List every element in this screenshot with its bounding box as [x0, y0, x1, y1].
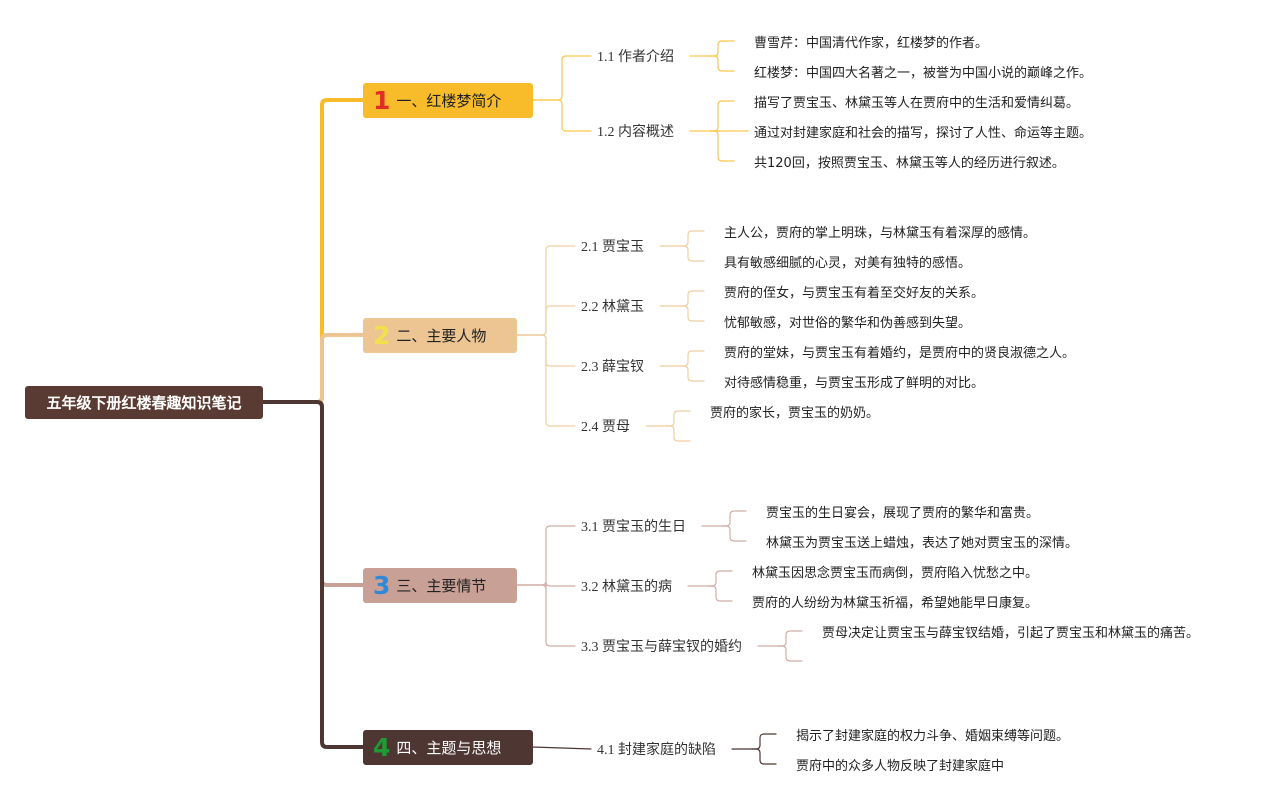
- leaf-connector: [679, 245, 705, 262]
- leaf-connector: [679, 350, 705, 367]
- branch-connector-2: [261, 333, 365, 404]
- branch-label: 四、主题与思想: [396, 739, 502, 757]
- leaf-note[interactable]: 贾府中的众多人物反映了封建家庭中: [796, 758, 1005, 774]
- leaf-note[interactable]: 揭示了封建家庭的权力斗争、婚姻束缚等问题。: [796, 728, 1070, 744]
- leaf-connector: [679, 365, 705, 382]
- leaf-connector: [665, 425, 691, 442]
- sub-topic[interactable]: 3.3 贾宝玉与薛宝钗的婚约: [581, 640, 742, 655]
- sub-topic[interactable]: 3.1 贾宝玉的生日: [581, 520, 686, 535]
- sub-topic[interactable]: 1.2 内容概述: [597, 125, 674, 140]
- branch-number: 4: [373, 733, 391, 762]
- leaf-connector: [751, 733, 777, 750]
- branch-node-3[interactable]: 3 三、主要情节: [363, 568, 517, 603]
- branch-connector-3: [261, 400, 365, 587]
- branch-number: 3: [373, 571, 391, 600]
- branch-label: 二、主要人物: [396, 327, 487, 345]
- leaf-connector: [679, 305, 705, 322]
- sub-connector: [532, 55, 592, 101]
- leaf-note[interactable]: 主人公，贾府的掌上明珠，与林黛玉有着深厚的感情。: [724, 225, 1037, 241]
- leaf-note[interactable]: 贾府的人纷纷为林黛玉祈福，希望她能早日康复。: [752, 595, 1039, 611]
- branch-node-1[interactable]: 1 一、红楼梦简介: [363, 83, 533, 118]
- sub-topic[interactable]: 2.4 贾母: [581, 420, 630, 435]
- root-label: 五年级下册红楼春趣知识笔记: [46, 394, 242, 412]
- leaf-connector: [777, 645, 803, 662]
- leaf-note[interactable]: 共120回，按照贾宝玉、林黛玉等人的经历进行叙述。: [754, 155, 1065, 171]
- branch-node-2[interactable]: 2 二、主要人物: [363, 318, 517, 353]
- sub-connector: [532, 99, 592, 132]
- leaf-note[interactable]: 贾府的堂妹，与贾宝玉有着婚约，是贾府中的贤良淑德之人。: [724, 345, 1076, 361]
- leaf-note[interactable]: 对待感情稳重，与贾宝玉形成了鲜明的对比。: [724, 375, 985, 391]
- sub-connector: [532, 746, 592, 750]
- leaf-connector: [679, 230, 705, 247]
- sub-topic[interactable]: 2.1 贾宝玉: [581, 240, 644, 255]
- leaf-connector: [679, 290, 705, 307]
- leaf-connector: [721, 525, 747, 542]
- leaf-note[interactable]: 林黛玉因思念贾宝玉而病倒，贾府陷入忧愁之中。: [752, 565, 1039, 581]
- branch-connector-4: [261, 400, 365, 749]
- branch-node-4[interactable]: 4 四、主题与思想: [363, 730, 533, 765]
- leaf-note[interactable]: 描写了贾宝玉、林黛玉等人在贾府中的生活和爱情纠葛。: [754, 95, 1080, 111]
- sub-topic[interactable]: 4.1 封建家庭的缺陷: [597, 743, 716, 758]
- leaf-note[interactable]: 贾母决定让贾宝玉与薛宝钗结婚，引起了贾宝玉和林黛玉的痛苦。: [822, 625, 1200, 641]
- branch-number: 2: [373, 321, 391, 350]
- leaf-note[interactable]: 具有敏感细腻的心灵，对美有独特的感悟。: [724, 255, 972, 271]
- leaf-connector: [751, 748, 777, 765]
- leaf-note[interactable]: 贾府的侄女，与贾宝玉有着至交好友的关系。: [724, 285, 985, 301]
- leaf-connector: [709, 100, 735, 132]
- leaf-connector: [665, 410, 691, 427]
- leaf-connector: [707, 585, 733, 602]
- root-node[interactable]: 五年级下册红楼春趣知识笔记: [25, 386, 263, 419]
- sub-topic[interactable]: 3.2 林黛玉的病: [581, 580, 672, 595]
- leaf-note[interactable]: 贾府的家长，贾宝玉的奶奶。: [710, 405, 880, 421]
- leaf-connector: [777, 630, 803, 647]
- sub-topic[interactable]: 1.1 作者介绍: [597, 50, 674, 65]
- leaf-note[interactable]: 通过对封建家庭和社会的描写，探讨了人性、命运等主题。: [754, 125, 1093, 141]
- sub-connector: [516, 525, 576, 586]
- leaf-note[interactable]: 林黛玉为贾宝玉送上蜡烛，表达了她对贾宝玉的深情。: [766, 535, 1079, 551]
- sub-connector: [516, 305, 576, 336]
- leaf-connector: [707, 570, 733, 587]
- branch-connector-1: [261, 98, 365, 404]
- branch-label: 三、主要情节: [396, 577, 487, 595]
- leaf-connector: [709, 40, 735, 57]
- leaf-connector: [709, 55, 735, 72]
- leaf-note[interactable]: 红楼梦：中国四大名著之一，被誉为中国小说的巅峰之作。: [754, 65, 1093, 81]
- leaf-connector: [709, 130, 735, 162]
- leaf-connector: [721, 510, 747, 527]
- sub-connector: [516, 334, 576, 427]
- sub-connector: [516, 584, 576, 647]
- branch-label: 一、红楼梦简介: [396, 92, 502, 110]
- sub-topic[interactable]: 2.2 林黛玉: [581, 300, 644, 315]
- leaf-note[interactable]: 曹雪芹：中国清代作家，红楼梦的作者。: [754, 35, 989, 51]
- sub-topic[interactable]: 2.3 薛宝钗: [581, 360, 644, 375]
- leaf-note[interactable]: 忧郁敏感，对世俗的繁华和伪善感到失望。: [724, 315, 972, 331]
- leaf-note[interactable]: 贾宝玉的生日宴会，展现了贾府的繁华和富贵。: [766, 505, 1040, 521]
- branch-number: 1: [373, 86, 391, 115]
